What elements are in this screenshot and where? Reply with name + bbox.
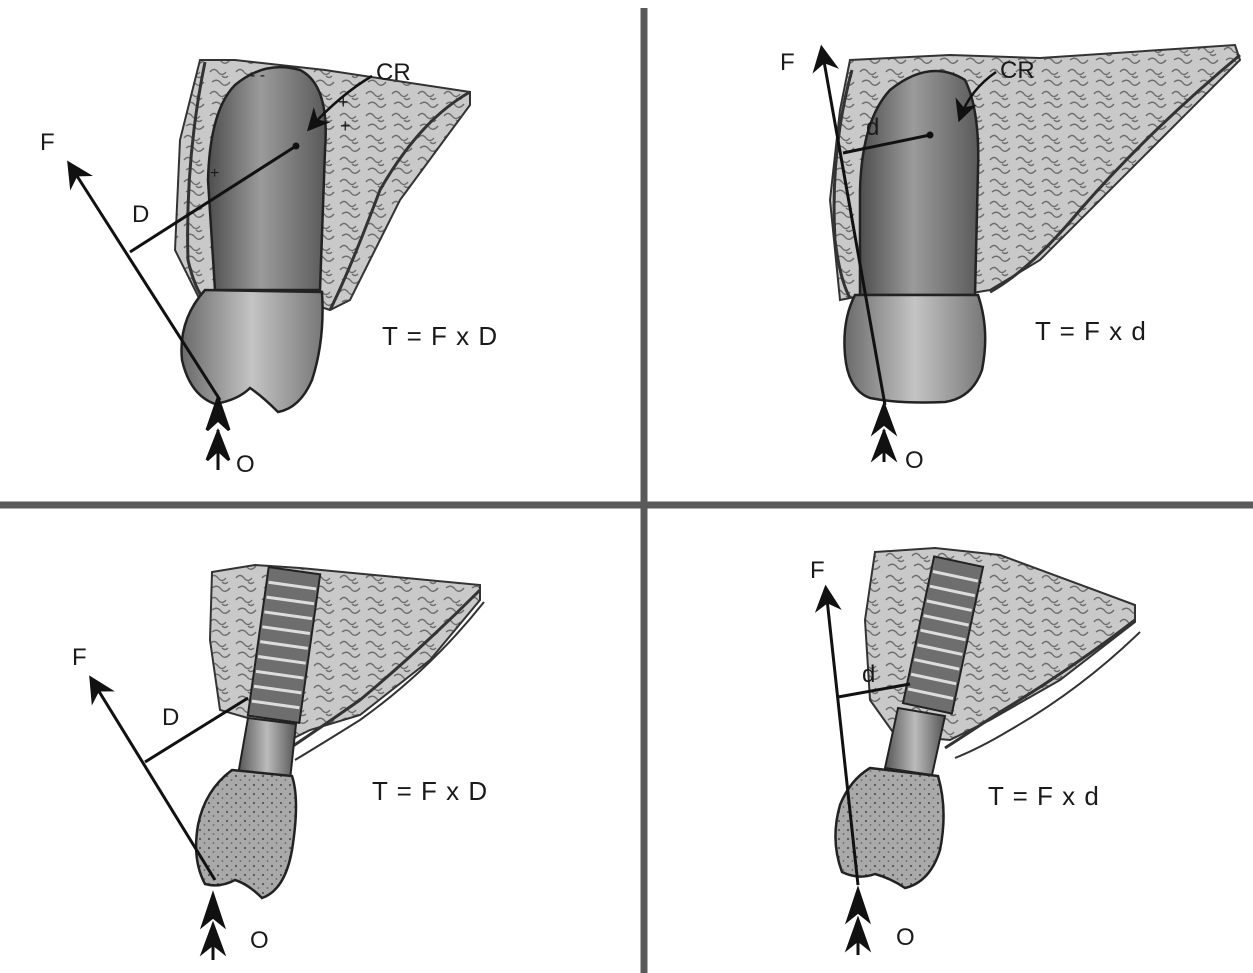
moment-arm-label: D — [162, 704, 179, 731]
occlusal-force-arrow — [848, 890, 868, 955]
panel-natural-tooth-small: F d CR O T = F x d — [780, 45, 1240, 474]
panel-implant-small: F d O T = F x d — [810, 548, 1140, 955]
implant-crown — [196, 770, 296, 898]
torque-equation: T = F x d — [988, 781, 1100, 811]
force-label: F — [780, 49, 795, 76]
center-of-resistance-point — [293, 143, 300, 150]
moment-arm — [145, 698, 248, 762]
moment-arm-label: D — [132, 201, 149, 228]
occlusal-label: O — [896, 924, 915, 951]
occlusal-force-arrow — [203, 895, 223, 960]
torque-equation: T = F x D — [382, 321, 498, 351]
center-of-resistance-point — [927, 132, 934, 139]
cr-label: CR — [1000, 57, 1035, 84]
force-label: F — [810, 557, 825, 584]
panel-implant-large: F D O T = F x D — [72, 565, 488, 960]
tooth-crown — [844, 295, 985, 403]
panel-natural-tooth-large: - - + + + F D CR O T = F x D — [40, 59, 498, 478]
occlusal-label: O — [905, 447, 924, 474]
plus-sign: + — [210, 165, 219, 182]
tooth-crown — [181, 290, 322, 412]
force-label: F — [72, 644, 87, 671]
tooth-root — [208, 67, 326, 290]
force-label: F — [40, 129, 55, 156]
occlusal-force-arrow — [207, 398, 229, 470]
cr-label: CR — [376, 59, 411, 86]
moment-arm-label: d — [862, 661, 875, 688]
occlusal-label: O — [250, 927, 269, 954]
occlusal-label: O — [236, 451, 255, 478]
occlusal-force-arrow — [874, 405, 894, 462]
force-vector — [92, 680, 215, 880]
torque-equation: T = F x d — [1035, 316, 1147, 346]
plus-sign: + — [340, 116, 351, 136]
torque-equation: T = F x D — [372, 776, 488, 806]
moment-arm-label: d — [866, 114, 879, 141]
minus-sign: - - — [250, 67, 265, 84]
